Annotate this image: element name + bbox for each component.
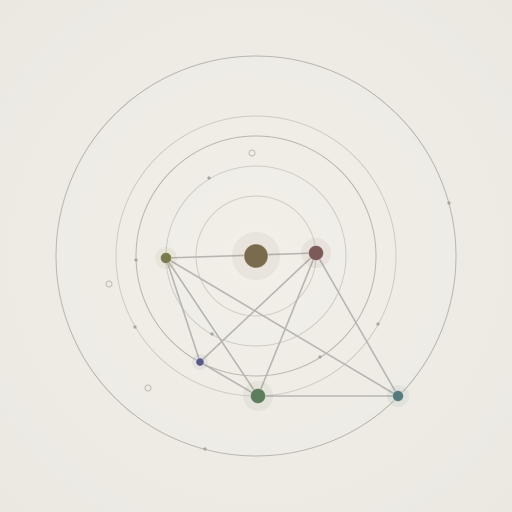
- orbit-ring-5: [55, 55, 457, 457]
- edge-red-green: [257, 252, 317, 397]
- edge-red-purple: [199, 252, 317, 363]
- orbit-dot: [134, 258, 138, 262]
- edge-olive-red: [165, 252, 317, 259]
- diagram-nodes: [155, 232, 409, 411]
- node-center[interactable]: [243, 243, 269, 269]
- orbit-dot: [207, 176, 211, 180]
- orbit-dot: [203, 447, 207, 451]
- orbit-dot: [210, 332, 214, 336]
- node-purple[interactable]: [195, 357, 205, 367]
- orbit-hollow-dot: [105, 280, 113, 288]
- edge-olive-purple: [165, 257, 201, 363]
- diagram-edges: [165, 252, 399, 397]
- node-green[interactable]: [250, 388, 266, 404]
- node-red[interactable]: [308, 245, 324, 261]
- edge-olive-teal: [165, 257, 399, 397]
- node-teal[interactable]: [392, 390, 404, 402]
- edge-purple-green: [199, 361, 259, 397]
- edge-red-teal: [315, 252, 399, 397]
- orbit-hollow-dot: [248, 149, 256, 157]
- orbit-dot: [376, 322, 380, 326]
- orbit-dot: [133, 325, 137, 329]
- edge-olive-green: [165, 257, 259, 397]
- orbit-dot: [318, 355, 322, 359]
- orbit-decorations: [105, 149, 451, 451]
- orbit-dot: [447, 201, 451, 205]
- node-olive[interactable]: [160, 252, 172, 264]
- orbit-ring-3: [135, 135, 377, 377]
- orbit-hollow-dot: [144, 384, 152, 392]
